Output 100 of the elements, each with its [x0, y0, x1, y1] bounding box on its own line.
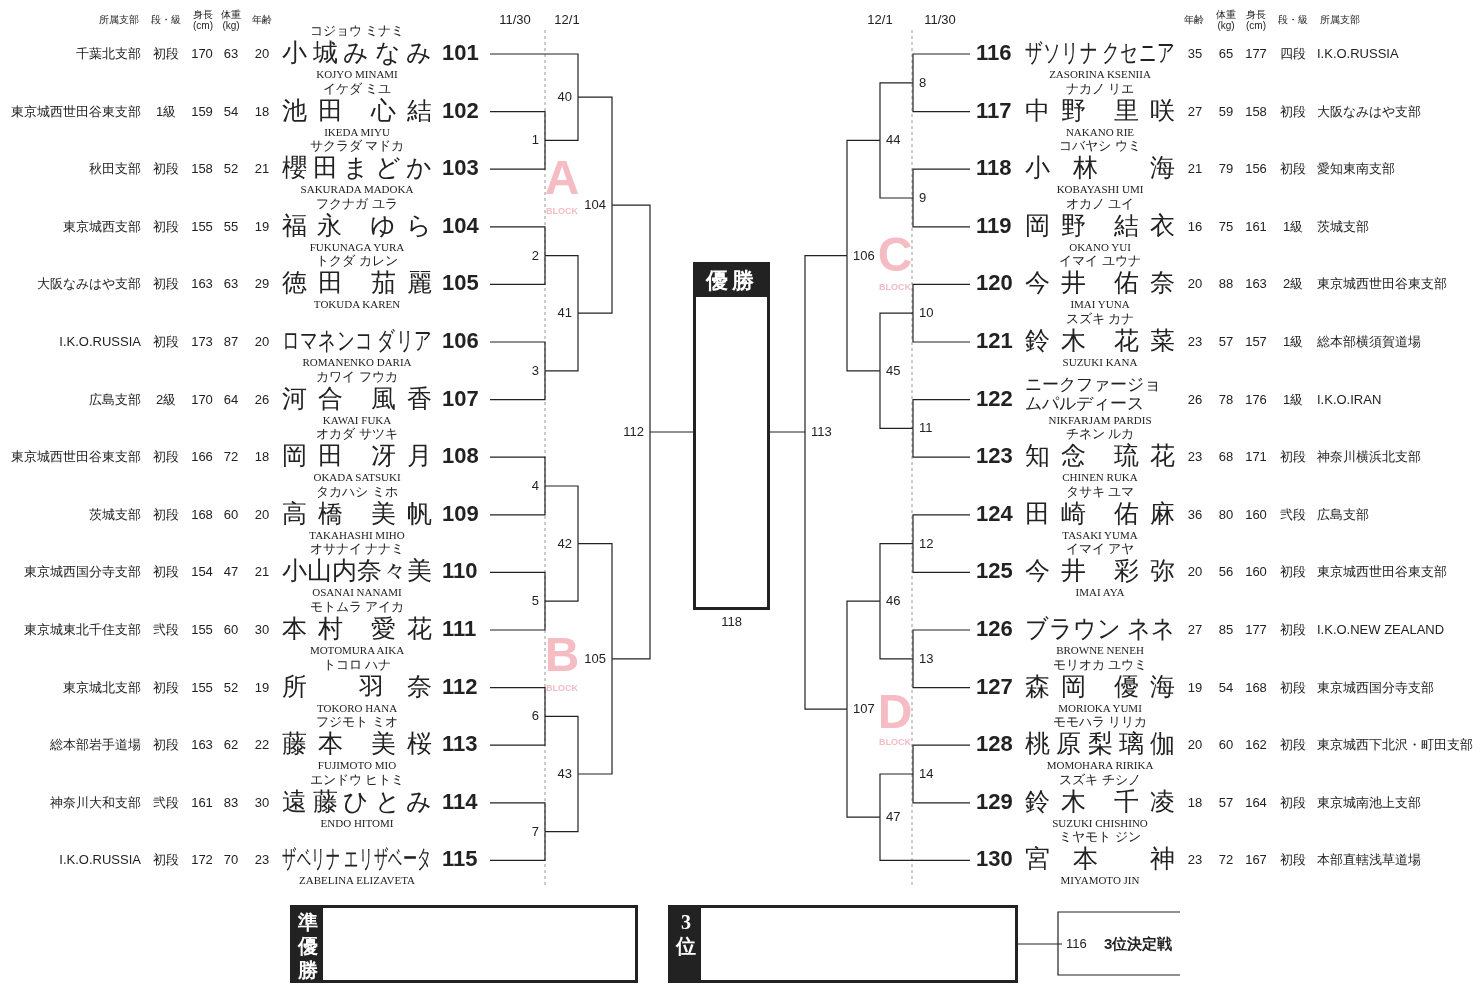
age-value: 20	[1187, 736, 1203, 755]
bracket-line	[577, 658, 613, 775]
competitor-name: 遠藤ひとみ	[282, 787, 432, 816]
rank: 初段	[153, 45, 179, 63]
branch-name: 東京城南池上支部	[1317, 793, 1421, 812]
match-number: 3	[531, 361, 545, 380]
bracket-line	[544, 485, 579, 545]
bracket-line	[846, 139, 881, 257]
column-header: 身長 (cm)	[1245, 9, 1267, 31]
weight-value: 75	[1218, 217, 1234, 236]
age-value: 23	[1187, 448, 1203, 467]
match-number: 2	[531, 246, 545, 265]
branch-name: 総本部横須賀道場	[1317, 333, 1421, 351]
name-reading: タカハシ ミホ	[316, 483, 398, 499]
name-reading: カワイ フウカ	[316, 368, 398, 384]
branch-name: 茨城支部	[89, 505, 141, 524]
bracket-line	[912, 543, 971, 573]
bracket-line	[879, 600, 914, 660]
bracket-line	[912, 168, 971, 199]
age-value: 20	[254, 333, 270, 351]
height-value: 154	[191, 563, 213, 582]
date-label: 11/30	[924, 12, 956, 28]
column-header: 体重 (kg)	[1215, 9, 1237, 31]
romanized-name: MIYAMOTO JIN	[1060, 874, 1140, 888]
match-number: 41	[557, 304, 578, 323]
age-value: 30	[254, 793, 270, 812]
entry-number: 114	[442, 787, 478, 816]
bracket-line	[544, 773, 579, 833]
rank: 初段	[1280, 851, 1306, 870]
competitor-name: 今井 彩弥	[1025, 557, 1175, 586]
bracket-line	[912, 197, 971, 228]
romanized-name: FUKUNAGA YURA	[309, 240, 405, 254]
rank: 1級	[1282, 390, 1304, 409]
height-value: 170	[191, 45, 213, 63]
competitor-name: 福永 ゆら	[282, 211, 432, 240]
block-label: BLOCK	[546, 205, 578, 217]
height-value: 176	[1245, 390, 1267, 409]
name-reading: モモハラ リリカ	[1052, 714, 1148, 730]
competitor-name: 高橋 美帆	[282, 499, 432, 528]
bracket-line	[879, 816, 971, 861]
height-value: 157	[1245, 333, 1267, 351]
age-value: 36	[1187, 505, 1203, 524]
block-label: BLOCK	[879, 736, 911, 748]
rank: 初段	[1280, 563, 1306, 582]
match-number: 12	[913, 534, 934, 553]
romanized-name: ZASORINA KSENIIA	[1049, 68, 1151, 81]
romanized-name: OSANAI NANAMI	[312, 586, 402, 600]
weight-value: 62	[223, 736, 239, 755]
entry-number: 125	[976, 557, 1013, 586]
bracket-line	[912, 658, 971, 689]
match-number: 113	[805, 423, 832, 441]
entry-number: 130	[976, 845, 1013, 874]
romanized-name: ENDO HITOMI	[320, 816, 394, 830]
match-number: 6	[531, 707, 545, 726]
competitor-name: ブラウン ネネ	[1025, 615, 1175, 643]
match-number: 105	[584, 649, 612, 668]
rank: 初段	[1280, 678, 1306, 697]
entry-number: 108	[442, 442, 479, 471]
bracket-line	[912, 427, 971, 458]
name-reading: エンドウ ヒトミ	[309, 771, 405, 787]
name-reading: タサキ ユマ	[1065, 483, 1135, 499]
column-header: 段・級	[1278, 14, 1308, 26]
bracket-line	[769, 431, 806, 433]
weight-value: 65	[1218, 45, 1234, 63]
branch-name: 千葉北支部	[76, 45, 141, 63]
match-number: 42	[557, 534, 578, 553]
column-header: 年齢	[1184, 14, 1204, 26]
box-heading: 3位	[671, 908, 701, 980]
age-value: 19	[1187, 678, 1203, 697]
rank: 初段	[1280, 621, 1306, 639]
age-value: 23	[1187, 333, 1203, 351]
competitor-name: ザソリナ クセニア	[1025, 39, 1175, 67]
entry-number: 124	[976, 499, 1013, 528]
name-reading: コジョウ ミナミ	[309, 23, 405, 38]
branch-name: 本部直轄浅草道場	[1317, 851, 1421, 870]
age-value: 20	[254, 45, 270, 63]
rank: 初段	[1280, 160, 1306, 179]
bracket-line	[611, 431, 651, 660]
height-value: 172	[191, 851, 213, 870]
height-value: 158	[191, 160, 213, 179]
name-reading: ミヤモト ジン	[1059, 829, 1141, 845]
rank: 初段	[153, 563, 179, 582]
competitor-name: 宮本 神	[1025, 845, 1175, 874]
entry-number: 117	[976, 96, 1012, 125]
entry-number: 123	[976, 442, 1013, 471]
branch-name: I.K.O.RUSSIA	[1317, 45, 1399, 63]
entry-number: 101	[442, 39, 479, 67]
date-label: 11/30	[499, 12, 531, 28]
weight-value: 54	[223, 102, 239, 121]
height-value: 156	[1245, 160, 1267, 179]
rank: 2級	[1282, 275, 1304, 294]
bracket-line	[577, 96, 613, 206]
competitor-name: 今井 佑奈	[1025, 269, 1175, 298]
match-number: 107	[847, 700, 875, 719]
bracket-line	[611, 204, 651, 433]
branch-name: I.K.O.RUSSIA	[59, 851, 141, 870]
bracket-line	[846, 600, 881, 710]
result-box	[290, 905, 638, 983]
romanized-name: IKEDA MIYU	[324, 125, 390, 139]
rank: 四段	[1280, 45, 1306, 63]
